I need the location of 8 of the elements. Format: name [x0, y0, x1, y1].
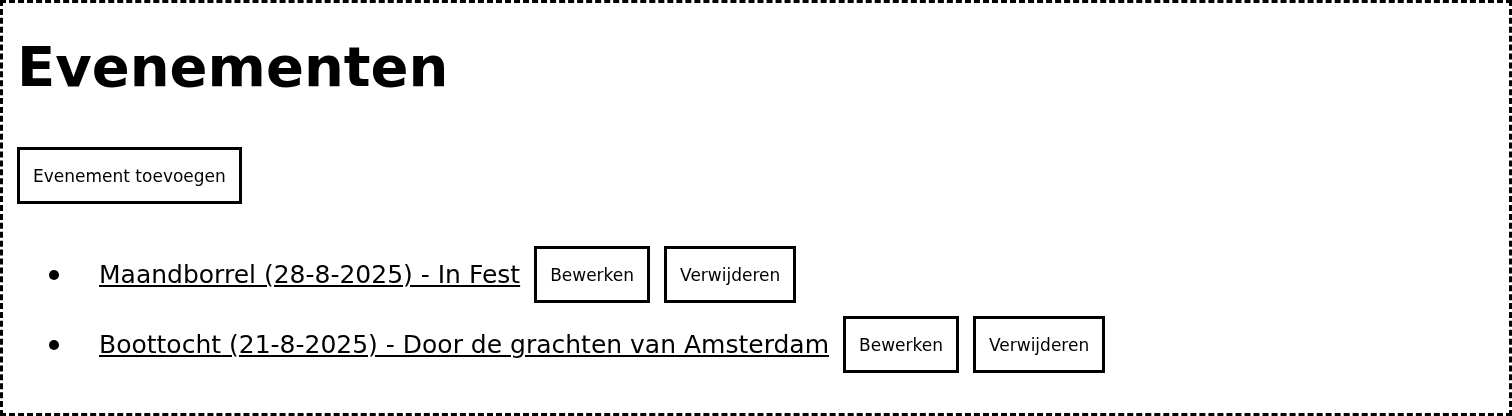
- add-button: Evenement toevoegen: [17, 147, 242, 204]
- edit-button: Bewerken: [534, 246, 651, 303]
- edit-button: Bewerken: [843, 316, 959, 373]
- delete-button: Verwijderen: [664, 246, 797, 303]
- event-link: Boottocht (21-8-2025) - Door de grachten van Amsterdam: [99, 330, 830, 359]
- delete-button: Verwijderen: [973, 316, 1106, 373]
- page-title: Evenementen: [17, 33, 450, 101]
- event-link: Maandborrel (28-8-2025) - In Fest: [99, 260, 521, 289]
